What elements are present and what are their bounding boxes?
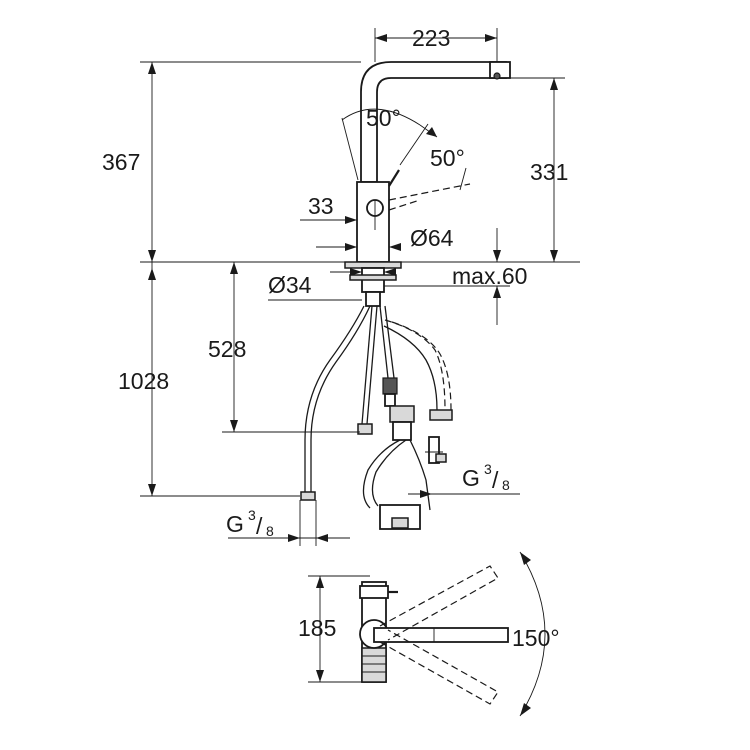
label-connection-left: G 3 / 8 [226, 507, 274, 539]
connection-left-numerator: 3 [248, 507, 256, 523]
label-lever-offset: 33 [308, 193, 334, 219]
dimension-labels: 223 367 331 50° 50° 33 Ø64 Ø34 max.60 52… [102, 25, 568, 651]
label-hose-length: 528 [208, 336, 246, 362]
label-lever-angle-left: 50° [366, 105, 401, 131]
connection-right-slash: / [492, 467, 499, 493]
connection-right-numerator: 3 [484, 461, 492, 477]
connection-right-denominator: 8 [502, 477, 510, 493]
label-lever-angle-right: 50° [430, 145, 465, 171]
faucet-top-view [308, 551, 546, 717]
label-total-height: 367 [102, 149, 140, 175]
connection-left-prefix: G [226, 511, 244, 537]
label-swivel-angle: 150° [512, 625, 560, 651]
label-max-thickness: max.60 [452, 263, 527, 289]
label-depth: 185 [298, 615, 336, 641]
hoses [300, 305, 453, 530]
label-connection-right: G 3 / 8 [462, 461, 510, 493]
label-spout-reach: 223 [412, 25, 450, 51]
label-hole-diameter: Ø34 [268, 272, 312, 298]
dimension-lines [140, 28, 565, 546]
connection-left-slash: / [256, 513, 263, 539]
label-total-length: 1028 [118, 368, 169, 394]
label-spout-height: 331 [530, 159, 568, 185]
connection-left-denominator: 8 [266, 523, 274, 539]
connection-right-prefix: G [462, 465, 480, 491]
label-base-diameter: Ø64 [410, 225, 454, 251]
